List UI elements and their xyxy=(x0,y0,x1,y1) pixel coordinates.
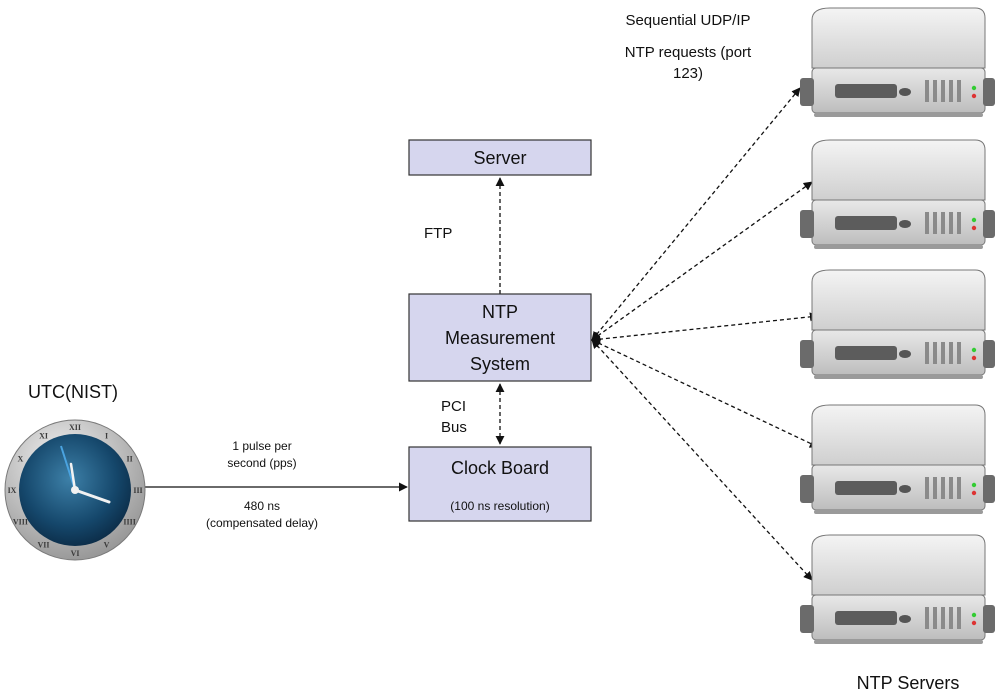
ntp-measurement-box: NTP Measurement System xyxy=(408,293,592,382)
clock-numeral: VIII xyxy=(13,518,28,527)
clock-numeral: XI xyxy=(39,431,48,440)
delay-label-line2: (compensated delay) xyxy=(206,516,318,530)
clock-board-sub: (100 ns resolution) xyxy=(450,499,549,513)
server-box: Server xyxy=(408,139,592,176)
udp-label-line1: Sequential UDP/IP xyxy=(625,12,750,29)
clock-numeral: X xyxy=(18,455,24,464)
ntp-request-arrows xyxy=(591,87,819,581)
utc-label: UTC(NIST) xyxy=(28,382,118,402)
ntp-servers-label: NTP Servers xyxy=(857,673,960,693)
clock-numeral: VII xyxy=(37,541,49,550)
udp-label-line2: NTP requests (port xyxy=(625,44,752,61)
ntp-servers-group xyxy=(800,7,995,644)
pci-label-line1: PCI xyxy=(441,398,466,415)
ntp-box-line2: Measurement xyxy=(445,328,555,348)
udp-label-line3: 123) xyxy=(673,65,703,82)
clock-board-box: Clock Board (100 ns resolution) xyxy=(408,446,592,522)
clock-numeral: I xyxy=(105,431,108,440)
clock-board-title: Clock Board xyxy=(451,458,549,478)
pps-label-line2: second (pps) xyxy=(227,456,296,470)
server-icon xyxy=(800,534,995,644)
clock-numeral: VI xyxy=(71,549,80,558)
ntp-request-arrow xyxy=(591,339,813,581)
clock-numeral: IX xyxy=(8,486,17,495)
clock-numeral: IIII xyxy=(123,518,135,527)
ntp-request-arrow xyxy=(591,181,813,341)
server-icon xyxy=(800,269,995,379)
ntp-request-arrow xyxy=(591,312,819,344)
clock-numeral: XII xyxy=(69,423,81,432)
delay-label-line1: 480 ns xyxy=(244,499,280,513)
pps-label-line1: 1 pulse per xyxy=(232,439,291,453)
ntp-request-arrow xyxy=(591,87,801,341)
server-box-label: Server xyxy=(473,148,526,168)
server-icon xyxy=(800,7,995,117)
ftp-label: FTP xyxy=(424,225,452,242)
pci-label-line2: Bus xyxy=(441,419,467,436)
server-icon xyxy=(800,404,995,514)
server-icon xyxy=(800,139,995,249)
clock-numeral: V xyxy=(104,541,110,550)
clock-numeral: III xyxy=(133,486,142,495)
ntp-box-line1: NTP xyxy=(482,302,518,322)
clock-numeral: II xyxy=(126,455,132,464)
ntp-box-line3: System xyxy=(470,354,530,374)
ntp-request-arrow xyxy=(591,339,819,448)
